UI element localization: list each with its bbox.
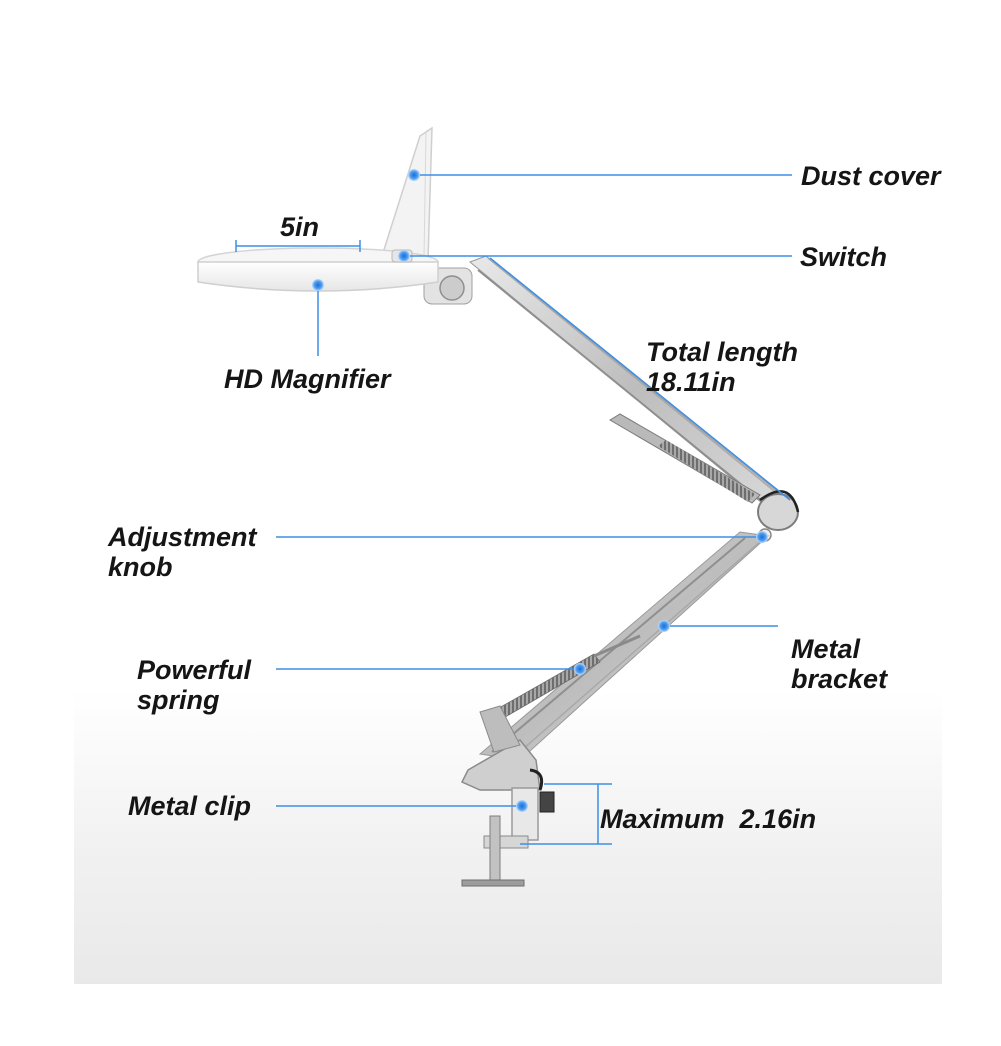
magnifier-head bbox=[197, 247, 439, 292]
adjustment-knob-line2: knob bbox=[108, 552, 173, 582]
total-length-label: Total length 18.11in bbox=[646, 337, 798, 397]
metal-bracket-line2: bracket bbox=[791, 664, 888, 694]
powerful-spring-line1: Powerful bbox=[137, 655, 252, 685]
dust-cover-label: Dust cover bbox=[801, 161, 941, 191]
lens-width-label: 5in bbox=[280, 212, 320, 242]
powerful-spring-line2: spring bbox=[137, 685, 220, 715]
metal-bracket-label: Metal bracket bbox=[791, 634, 887, 694]
callout-dots bbox=[312, 169, 768, 812]
base-hinge bbox=[460, 705, 544, 791]
callout-lines bbox=[276, 174, 792, 807]
total-length-title: Total length bbox=[646, 337, 798, 367]
powerful-spring-label: Powerful spring bbox=[137, 655, 251, 715]
metal-clip-label: Metal clip bbox=[128, 791, 252, 821]
dust-cover bbox=[381, 126, 433, 261]
metal-bracket-line1: Metal bbox=[791, 634, 861, 664]
spring-dot bbox=[574, 663, 586, 675]
upper-spring bbox=[609, 413, 761, 504]
adjustment-knob-dot bbox=[756, 531, 768, 543]
clamp bbox=[461, 787, 555, 887]
clip-opening-label: Maximum 2.16in bbox=[600, 804, 817, 834]
adjustment-knob-line1: Adjustment bbox=[108, 522, 257, 552]
metal-clip-dot bbox=[516, 800, 528, 812]
metal-bracket-dot bbox=[658, 620, 670, 632]
switch-label: Switch bbox=[800, 242, 888, 272]
adjustment-knob-label: Adjustment knob bbox=[108, 522, 257, 582]
switch-dot bbox=[398, 250, 410, 262]
lower-arm bbox=[478, 531, 770, 761]
magnifier-dot bbox=[312, 279, 324, 291]
clip-opening-dimension bbox=[520, 783, 612, 845]
total-length-value: 18.11in bbox=[646, 367, 736, 397]
lens-width-dimension bbox=[235, 240, 361, 252]
elbow-joint bbox=[757, 490, 800, 542]
dust-cover-dot bbox=[408, 169, 420, 181]
hd-magnifier-label: HD Magnifier bbox=[224, 364, 391, 394]
total-length-dimension bbox=[489, 257, 791, 501]
